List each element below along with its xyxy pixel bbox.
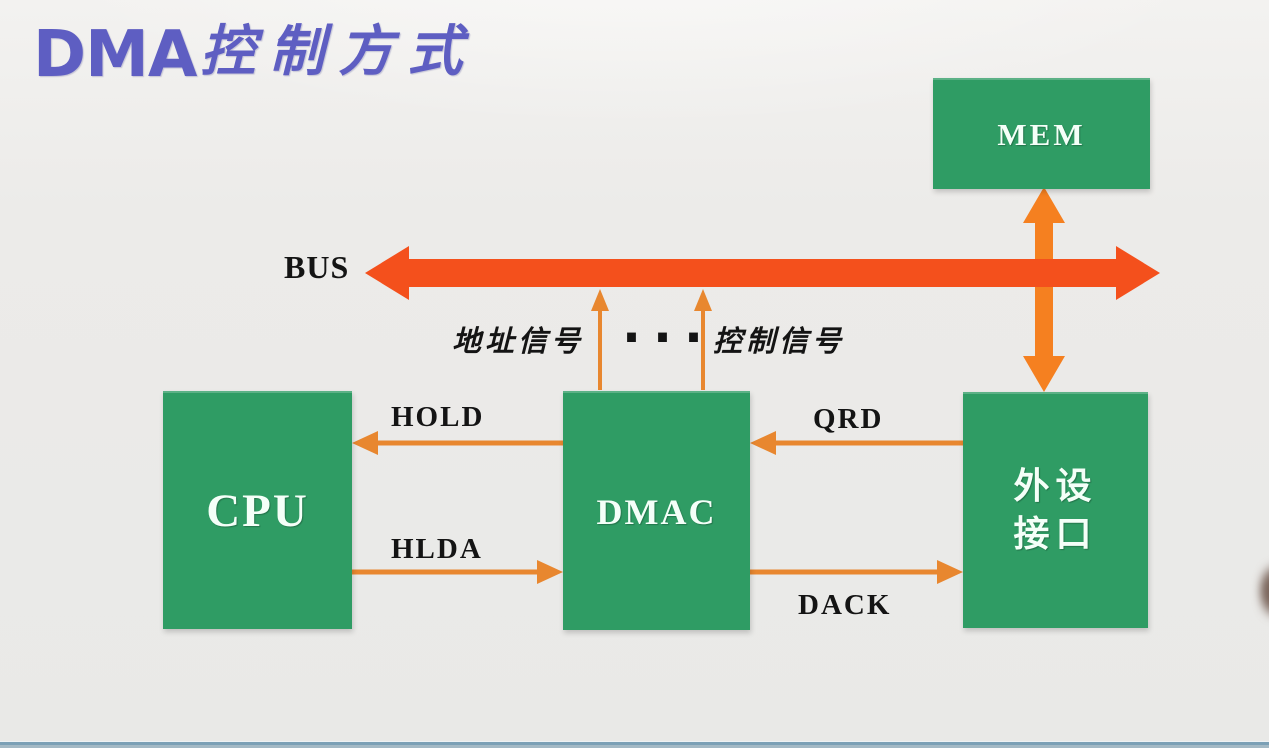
webcam-overlay-sliver: [1259, 555, 1269, 627]
dmac-box: DMAC: [563, 391, 750, 630]
hlda-arrow: [352, 560, 563, 584]
control-signal-label: 控制信号: [713, 324, 846, 358]
mem-box-label: MEM: [997, 116, 1086, 152]
bus-label: BUS: [284, 249, 350, 285]
dmac-box-label: DMAC: [596, 491, 717, 532]
peripheral-box-label-line2: 接口: [1013, 514, 1098, 555]
dack-signal-label: DACK: [798, 589, 892, 621]
bus-double-arrow: [365, 246, 1160, 300]
mem-peripheral-double-arrow: [1023, 187, 1065, 392]
peripheral-box-label-line1: 外设: [1013, 466, 1098, 507]
bottom-window-edge-bar: [0, 741, 1269, 748]
page-title: DMA控制方式: [33, 6, 476, 92]
cpu-box: CPU: [163, 391, 352, 629]
title-chinese-text: 控制方式: [200, 19, 477, 83]
address-signal-arrow: [591, 289, 609, 390]
cpu-box-label: CPU: [206, 485, 309, 537]
qrd-arrow: [750, 431, 963, 455]
dack-arrow: [750, 560, 963, 584]
hold-signal-label: HOLD: [391, 401, 485, 433]
qrd-signal-label: QRD: [813, 403, 884, 435]
mem-box: MEM: [933, 78, 1150, 189]
address-signal-label: 地址信号: [452, 324, 585, 358]
title-latin-text: DMA: [33, 18, 197, 92]
hlda-signal-label: HLDA: [391, 533, 483, 565]
control-signal-arrow: [694, 289, 712, 390]
ellipsis-dots: ...: [622, 296, 715, 354]
peripheral-interface-box: 外设 接口: [963, 392, 1148, 628]
hold-arrow: [352, 431, 563, 455]
